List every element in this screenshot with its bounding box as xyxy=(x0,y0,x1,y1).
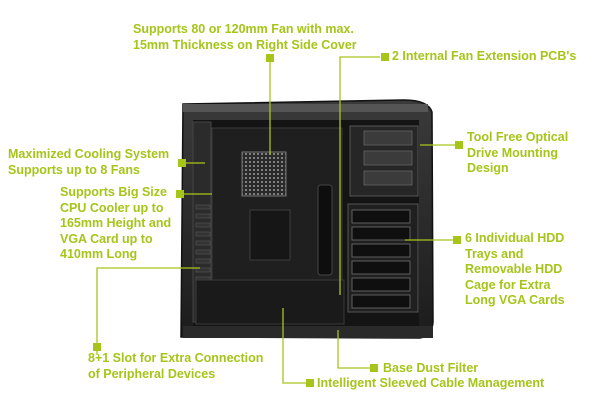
callout-fan-pcb: 2 Internal Fan Extension PCB's xyxy=(392,49,577,63)
callout-hdd-trays: 6 Individual HDD Trays and Removable HDD… xyxy=(465,231,565,307)
pc-case xyxy=(180,99,434,339)
callout-odd-mounting: Tool Free Optical Drive Mounting Design xyxy=(467,130,569,175)
callout-cooling: Maximized Cooling System Supports up to … xyxy=(8,147,170,177)
expansion-slots xyxy=(195,204,211,282)
cable-grommet xyxy=(317,184,333,276)
callout-dust-filter: Base Dust Filter xyxy=(383,361,479,375)
leader-markers xyxy=(93,53,463,387)
top-edge xyxy=(183,104,428,112)
rear-fan-grill xyxy=(241,151,287,197)
psu-bay xyxy=(195,279,345,325)
callout-side-fan: Supports 80 or 120mm Fan with max. 15mm … xyxy=(133,22,357,52)
callout-cpu-vga: Supports Big Size CPU Cooler up to 165mm… xyxy=(60,185,172,261)
callout-expansion-slots: 8+1 Slot for Extra Connection of Periphe… xyxy=(88,351,264,381)
callout-cable-management: Intelligent Sleeved Cable Management xyxy=(317,376,545,390)
cpu-cutout xyxy=(249,209,291,261)
case-base xyxy=(183,326,433,338)
odd-bays xyxy=(363,130,413,186)
hdd-trays xyxy=(351,209,411,309)
leader-lines xyxy=(96,56,462,384)
